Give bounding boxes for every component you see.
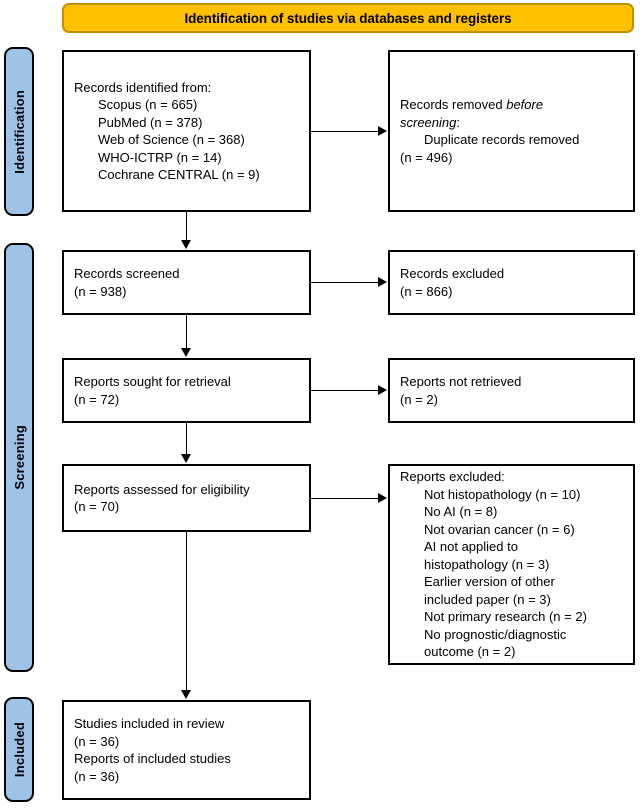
records-identified-source: Scopus (n = 665) — [98, 97, 198, 112]
box-reports-not-retrieved: Reports not retrieved (n = 2) — [388, 358, 635, 423]
records-screened-label: Records screened — [74, 266, 180, 281]
reports-excluded-reason: Not primary research (n = 2) — [424, 609, 587, 625]
stage-tab-included-label: Included — [11, 721, 27, 778]
records-identified-title: Records identified from: — [74, 79, 212, 95]
connector-assessed-to-excluded — [311, 498, 379, 499]
studies-included-label: Studies included in review — [74, 716, 225, 731]
stage-banner-label: Identification of studies via databases … — [184, 10, 512, 26]
records-removed-detail: Duplicate records removed — [424, 132, 580, 147]
reports-included-label: Reports of included studies — [74, 751, 231, 766]
arrowhead-down-icon — [181, 240, 191, 249]
stage-tab-screening: Screening — [4, 243, 34, 672]
box-records-removed: Records removed before screening: Duplic… — [388, 50, 635, 212]
arrowhead-down-icon — [181, 348, 191, 357]
records-screened-count: (n = 938) — [74, 283, 127, 299]
box-reports-assessed: Reports assessed for eligibility (n = 70… — [62, 464, 311, 532]
stage-tab-included: Included — [4, 697, 34, 802]
records-identified-source: Cochrane CENTRAL (n = 9) — [98, 167, 260, 182]
records-excluded-count: (n = 866) — [400, 283, 453, 299]
arrowhead-down-icon — [181, 690, 191, 699]
box-studies-included: Studies included in review (n = 36) Repo… — [62, 700, 311, 800]
arrowhead-right-icon — [378, 126, 387, 136]
reports-excluded-reason: outcome (n = 2) — [424, 644, 516, 660]
arrowhead-right-icon — [378, 385, 387, 395]
connector-screened-to-sought — [186, 315, 187, 349]
reports-excluded-reason: AI not applied to — [424, 539, 518, 555]
records-removed-line2: screening: — [400, 114, 623, 132]
reports-excluded-reason: No prognostic/diagnostic — [424, 626, 567, 642]
reports-excluded-reason: histopathology (n = 3) — [424, 556, 550, 572]
stage-tab-screening-label: Screening — [11, 425, 27, 490]
records-identified-source: WHO-ICTRP (n = 14) — [98, 149, 222, 165]
records-excluded-label: Records excluded — [400, 266, 505, 281]
reports-excluded-reason: Not histopathology (n = 10) — [424, 486, 581, 502]
records-removed-italic-before: before — [506, 97, 544, 112]
stage-tab-identification: Identification — [4, 47, 34, 216]
reports-excluded-reason: No AI (n = 8) — [424, 504, 498, 520]
records-identified-source: PubMed (n = 378) — [98, 114, 203, 130]
stage-tab-identification-label: Identification — [11, 89, 27, 174]
records-identified-source: Web of Science (n = 368) — [98, 132, 245, 147]
box-records-identified: Records identified from: Scopus (n = 665… — [62, 50, 311, 212]
reports-excluded-reason: Not ovarian cancer (n = 6) — [424, 521, 575, 537]
reports-excluded-reason: Earlier version of other — [424, 574, 555, 590]
arrowhead-down-icon — [181, 454, 191, 463]
reports-included-count: (n = 36) — [74, 768, 120, 784]
records-removed-italic-screening: screening — [400, 114, 457, 130]
reports-assessed-label: Reports assessed for eligibility — [74, 481, 250, 497]
reports-not-retrieved-count: (n = 2) — [400, 391, 438, 407]
reports-assessed-count: (n = 70) — [74, 499, 120, 514]
connector-screened-to-excluded — [311, 282, 379, 283]
reports-not-retrieved-label: Reports not retrieved — [400, 374, 522, 389]
box-reports-sought: Reports sought for retrieval (n = 72) — [62, 358, 311, 423]
connector-assessed-to-included — [186, 532, 187, 691]
records-removed-colon: : — [456, 114, 460, 130]
connector-sought-to-not-retrieved — [311, 390, 379, 391]
box-records-excluded: Records excluded (n = 866) — [388, 250, 635, 315]
connector-identified-to-removed — [311, 131, 379, 132]
box-records-screened: Records screened (n = 938) — [62, 250, 311, 315]
reports-sought-count: (n = 72) — [74, 391, 120, 407]
records-removed-text: Records removed — [400, 97, 507, 112]
records-removed-count: (n = 496) — [400, 149, 453, 165]
reports-excluded-title: Reports excluded: — [400, 469, 505, 485]
arrowhead-right-icon — [378, 277, 387, 287]
reports-excluded-reason: included paper (n = 3) — [424, 591, 551, 607]
connector-identified-to-screened — [186, 212, 187, 241]
records-removed-line1: Records removed before — [400, 96, 623, 114]
connector-sought-to-assessed — [186, 423, 187, 455]
box-reports-excluded: Reports excluded: Not histopathology (n … — [388, 464, 635, 665]
arrowhead-right-icon — [378, 493, 387, 503]
reports-sought-label: Reports sought for retrieval — [74, 374, 231, 389]
studies-included-count: (n = 36) — [74, 733, 120, 749]
stage-banner-identification: Identification of studies via databases … — [62, 3, 634, 33]
